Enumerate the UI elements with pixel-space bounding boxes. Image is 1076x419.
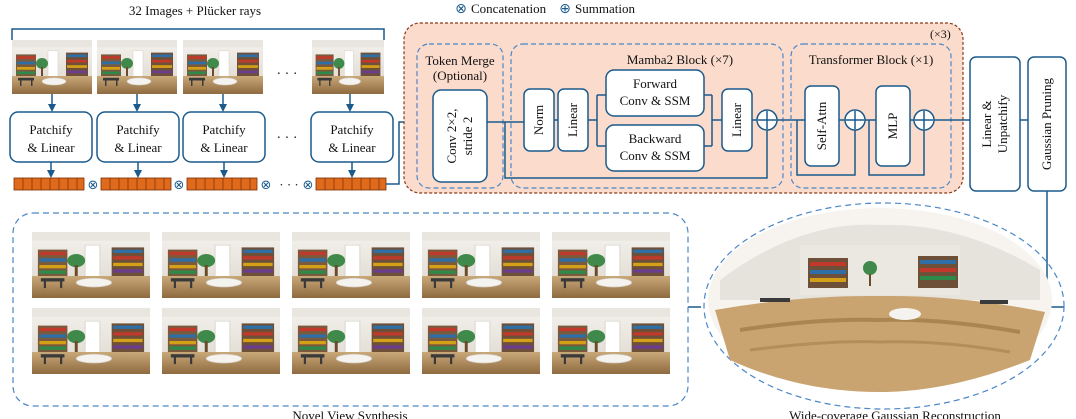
patchify-label-3a: Patchify [202, 122, 246, 137]
nvs-image-6 [31, 307, 151, 375]
patchify-box-3: Patchify & Linear [182, 111, 266, 163]
ellipsis-patchify: · · · [277, 131, 298, 146]
self-attn-box [804, 85, 840, 167]
token-merge-title-1: Token Merge [425, 53, 494, 68]
split-lines [588, 94, 606, 147]
unpatchify-box [969, 56, 1021, 192]
unpatchify-label-1: Linear & [979, 100, 994, 147]
patchify-box-4: Patchify & Linear [310, 111, 394, 163]
input-image-4 [311, 39, 385, 95]
nvs-image-8 [291, 307, 411, 375]
linear-out-label: Linear [729, 102, 744, 137]
transformer-title: Transformer Block (×1) [809, 52, 934, 67]
nvs-image-5 [551, 231, 671, 299]
mlp-skip [868, 120, 925, 176]
backward-label-1: Backward [629, 131, 682, 146]
sum-node-3 [913, 109, 935, 131]
forward-label-1: Forward [633, 76, 678, 91]
mamba-skip [504, 122, 768, 179]
token-merge-title-2: (Optional) [433, 68, 487, 83]
input-image-3 [182, 39, 264, 95]
mlp-box [875, 85, 911, 167]
ellipsis-images: · · · [277, 67, 298, 82]
patchify-label-1a: Patchify [29, 122, 73, 137]
forward-box [605, 69, 705, 117]
transformer-region [790, 43, 952, 189]
sum-node-1 [756, 109, 778, 131]
patchify-box-1: Patchify & Linear [9, 111, 93, 163]
patchify-label-2a: Patchify [116, 122, 160, 137]
input-label: 32 Images + Plücker rays [129, 3, 261, 18]
backward-label-2: Conv & SSM [620, 148, 691, 163]
input-image-1 [11, 39, 93, 95]
conv-box [432, 89, 488, 183]
patchify-label-3b: & Linear [200, 140, 248, 155]
self-attn-label: Self-Attn [814, 101, 829, 150]
sum-icon: ⊕ [559, 1, 571, 17]
concat-icon-2: ⊗ [174, 178, 185, 193]
norm-label: Norm [531, 105, 546, 135]
nvs-image-1 [31, 231, 151, 299]
token-bar-4 [315, 177, 387, 191]
token-bar-3 [186, 177, 258, 191]
nvs-image-7 [161, 307, 281, 375]
backward-box [605, 124, 705, 172]
concat-icon: ⊗ [455, 1, 467, 17]
legend: ⊗ Concatenation ⊕ Summation [455, 1, 635, 17]
nvs-image-3 [291, 231, 411, 299]
patchify-label-4b: & Linear [328, 140, 376, 155]
concat-label: Concatenation [471, 1, 547, 16]
conv-label-1: Conv 2×2, [444, 108, 459, 163]
sum-label: Summation [575, 1, 635, 16]
linear-in-label: Linear [565, 102, 580, 137]
input-image-2 [96, 39, 178, 95]
patchify-box-2: Patchify & Linear [96, 111, 180, 163]
patchify-label-1b: & Linear [27, 140, 75, 155]
concat-icon-3: ⊗ [261, 178, 272, 193]
patchify-label-4a: Patchify [330, 122, 374, 137]
token-bar-1 [13, 177, 85, 191]
mlp-label: MLP [885, 113, 900, 140]
nvs-label: Novel View Synthesis [292, 408, 407, 419]
nvs-image-2 [161, 231, 281, 299]
mamba-title: Mamba2 Block (×7) [627, 52, 733, 67]
mamba-region [510, 43, 784, 189]
forward-label-2: Conv & SSM [620, 93, 691, 108]
token-merge-region [416, 43, 504, 189]
repeat-label: (×3) [930, 27, 951, 41]
patchify-label-2b: & Linear [114, 140, 162, 155]
concat-icon-4: ⊗ [303, 178, 314, 193]
nvs-panel [12, 212, 689, 407]
merge-lines [704, 94, 722, 147]
token-bar-2 [100, 177, 172, 191]
ellipsis-tokens: · · · [279, 177, 299, 192]
recon-label: Wide-coverage Gaussian Reconstruction [789, 408, 1001, 419]
pruning-label: Gaussian Pruning [1039, 77, 1054, 170]
unpatchify-label-2: Unpatchify [995, 94, 1010, 153]
recon-panel [703, 202, 1065, 410]
sum-node-2 [844, 109, 866, 131]
nvs-image-4 [421, 231, 541, 299]
nvs-image-9 [421, 307, 541, 375]
conv-label-2: stride 2 [460, 117, 475, 156]
concat-icon-1: ⊗ [88, 178, 99, 193]
gaussian-reconstruction-image [708, 208, 1052, 392]
nvs-image-10 [551, 307, 671, 375]
input-bracket [11, 28, 385, 40]
attn-skip [796, 120, 856, 176]
